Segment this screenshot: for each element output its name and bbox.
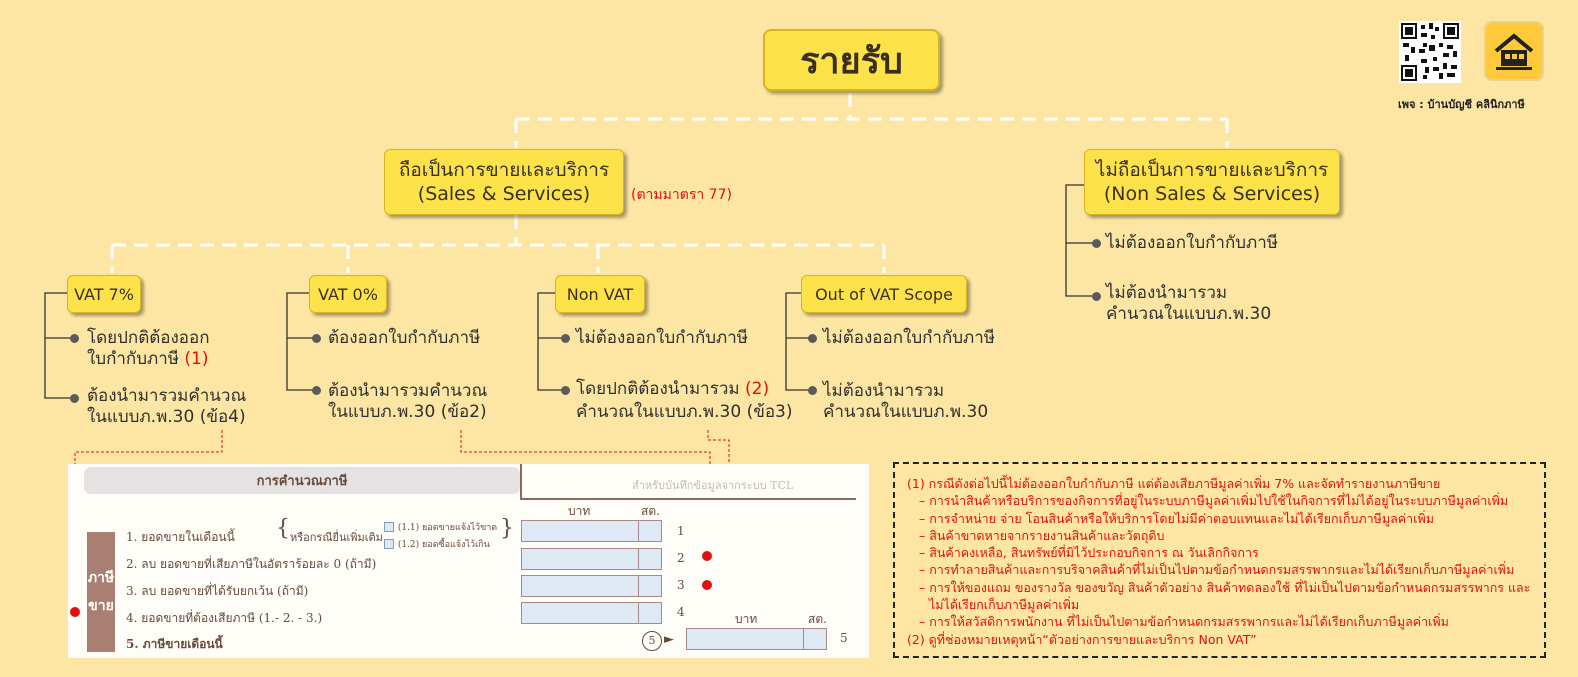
sales-en: (Sales & Services) [417,183,591,205]
nonsales-item-2b: คำนวณในแบบภ.พ.30 [1106,304,1272,324]
sales-note: (ตามมาตรา 77) [631,187,732,203]
ref-1: (1) [184,349,209,369]
note-1-sub: – การจำหน่าย จ่าย โอนสินค้าหรือให้บริการ… [919,510,1434,526]
form-row-5: 5. ภาษีขายเดือนนี้ [126,637,223,651]
form-row-2: 2. ลบ ยอดขายที่เสียภาษีในอัตราร้อยละ 0 (… [126,557,377,571]
note-1-sub: – สินค้าขาดหายจากรายงานสินค้าและวัตถุดิบ [919,527,1165,543]
vat0-box: VAT 0% [309,275,387,313]
nonsales-en: (Non Sales & Services) [1103,183,1321,205]
note-1-sub: – การนำสินค้าหรือบริการของกิจการที่อยู่ใ… [919,493,1509,509]
form-row-1b: (1.2) ยอดซื้อแจ้งไว้เกิน [384,536,490,551]
form-line-num: 2 [677,551,685,565]
vat0-item-2a: ต้องนำมารวมคำนวณ [328,381,488,401]
bullet-icon [808,334,817,343]
bullet-icon [70,394,79,403]
form-line-num: 4 [677,605,685,619]
brace-right: } [500,516,514,541]
form-input-3[interactable] [521,575,662,597]
circled-5: 5 [642,631,662,651]
nonsales-item-2a: ไม่ต้องนำมารวม [1106,283,1228,303]
note-2: (2) ดูที่ช่องหมายเหตุหน้า“ตัวอย่างการขาย… [907,631,1257,647]
form-tcl-note: สำหรับบันทึกข้อมูลจากระบบ TCL [520,464,856,500]
col-satang: สต. [641,504,660,518]
note-1-sub: – การให้สวัสดิการพนักงาน ที่ไม่เป็นไปตาม… [919,614,1449,630]
root-box: รายรับ [763,29,940,91]
bullet-icon [70,334,79,343]
bullet-icon [561,334,570,343]
nonsales-th: ไม่ถือเป็นการขายและบริการ [1095,159,1329,181]
bullet-icon [312,386,321,395]
tax-form-excerpt: การคำนวณภาษี สำหรับบันทึกข้อมูลจากระบบ T… [68,464,869,658]
bullet-icon [808,386,817,395]
vat0-item-2b: ในแบบภ.พ.30 (ข้อ2) [328,402,487,422]
vat7-item-2a: ต้องนำมารวมคำนวณ [87,386,247,406]
root-label: รายรับ [800,40,903,82]
nonvat-box: Non VAT [555,275,645,313]
checkbox-icon [384,521,394,532]
arrow-right-icon: ► [664,632,674,647]
vat7-item-1a: โดยปกติต้องออก [87,328,210,348]
form-input-1[interactable] [521,520,662,542]
note-1-sub: – การให้ของแถม ของรางวัล ของขวัญ สินค้าต… [919,579,1531,613]
qr-code-icon [1399,21,1461,83]
vat7-box: VAT 7% [67,275,141,313]
house-logo-icon [1484,21,1544,81]
checkbox-icon [384,538,394,549]
form-line-num: 1 [677,524,685,538]
form-line-num: 3 [677,578,685,592]
col-baht-2: บาท [735,612,758,626]
outvat-label: Out of VAT Scope [815,284,953,304]
marker-dot [702,551,712,561]
non-sales-box: ไม่ถือเป็นการขายและบริการ (Non Sales & S… [1084,149,1340,215]
sales-th: ถือเป็นการขายและบริการ [398,159,610,181]
marker-dot [702,580,712,590]
sales-services-box: ถือเป็นการขายและบริการ (Sales & Services… [384,149,624,215]
form-input-4[interactable] [521,602,662,624]
form-side-label: ภาษีขาย [87,532,115,652]
brace-left: { [276,516,290,541]
marker-dot [70,607,80,617]
form-row-1-option: หรือกรณียื่นเพิ่มเติม [290,531,383,544]
ref-2: (2) [745,379,770,399]
col-baht: บาท [568,504,591,518]
outvat-item-1: ไม่ต้องออกใบกำกับภาษี [823,328,995,348]
form-input-5[interactable] [686,628,827,650]
col-satang-2: สต. [808,612,827,626]
form-row-1: 1. ยอดขายในเดือนนี้ [126,530,235,544]
outvat-item-2b: คำนวณในแบบภ.พ.30 [823,402,989,422]
nonvat-item-1: ไม่ต้องออกใบกำกับภาษี [576,328,748,348]
nonvat-label: Non VAT [566,284,634,304]
vat0-item-1: ต้องออกใบกำกับภาษี [328,328,481,348]
form-input-2[interactable] [521,548,662,570]
form-row-3: 3. ลบ ยอดขายที่ได้รับยกเว้น (ถ้ามี) [126,584,309,598]
bullet-icon [561,386,570,395]
notes-box: (1) กรณีดังต่อไปนี้ไม่ต้องออกใบกำกับภาษี… [893,462,1546,658]
nonsales-item-1: ไม่ต้องออกใบกำกับภาษี [1106,233,1278,253]
vat7-label: VAT 7% [74,284,134,304]
outvat-item-2a: ไม่ต้องนำมารวม [823,381,945,401]
note-1-sub: – สินค้าคงเหลือ, สินทรัพย์ที่มิไว้ประกอบ… [919,545,1259,561]
vat7-item-2b: ในแบบภ.พ.30 (ข้อ4) [87,407,246,427]
vat0-label: VAT 0% [318,284,378,304]
nonvat-item-2a: โดยปกติต้องนำมารวม (2) [576,379,770,399]
outvat-box: Out of VAT Scope [801,275,967,313]
nonvat-item-2b: คำนวณในแบบภ.พ.30 (ข้อ3) [576,402,793,422]
note-1: (1) กรณีดังต่อไปนี้ไม่ต้องออกใบกำกับภาษี… [907,476,1441,491]
note-1-sub: – การทำลายสินค้าและการบริจาคสินค้าที่ไม่… [919,562,1515,578]
vat7-item-1b: ใบกำกับภาษี (1) [87,349,209,369]
form-line-num: 5 [840,631,848,645]
bullet-icon [1092,239,1101,248]
page-credit: เพจ : บ้านบัญชี คลินิกภาษี [1398,98,1525,111]
form-row-4: 4. ยอดขายที่ต้องเสียภาษี (1.- 2. - 3.) [126,611,323,625]
bullet-icon [312,334,321,343]
form-row-1a: (1.1) ยอดขายแจ้งไว้ขาด [384,519,497,534]
form-header: การคำนวณภาษี [84,467,520,494]
bullet-icon [1092,292,1101,301]
